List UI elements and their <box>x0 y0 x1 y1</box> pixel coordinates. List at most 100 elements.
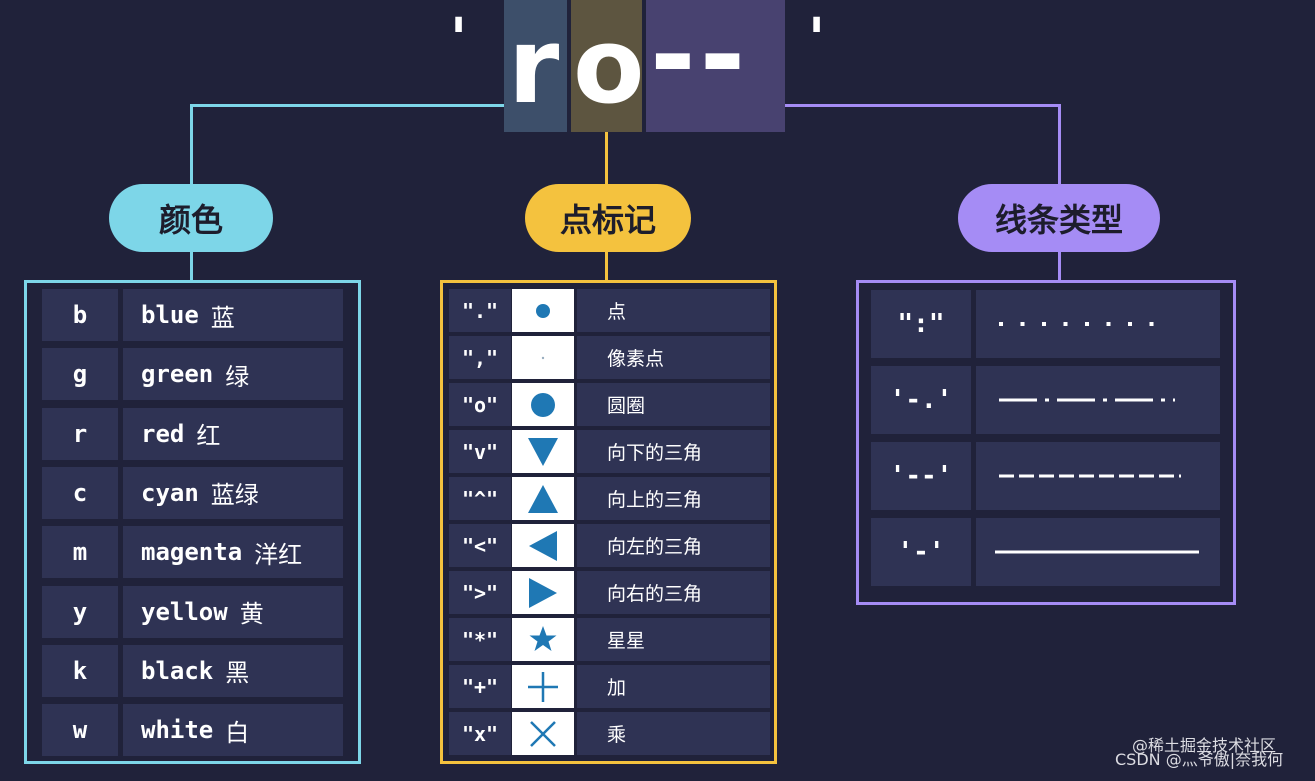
header-marker-block <box>571 0 642 132</box>
color-name-chinese: 白 <box>225 718 250 747</box>
marker-label-cell: 圆圈 <box>577 383 770 426</box>
linestyle-code-cell: '--' <box>871 442 971 510</box>
marker-label-cell: 向上的三角 <box>577 477 770 520</box>
header-color-letter: r <box>508 5 560 127</box>
marker-icon-cell <box>512 383 574 426</box>
connector-linestyle-lower <box>1058 252 1061 282</box>
marker-code-cell: "o" <box>449 383 511 426</box>
linestyle-sample-cell <box>976 518 1220 586</box>
connector-color <box>190 104 504 107</box>
marker-code-cell: "v" <box>449 430 511 473</box>
watermark-line2: CSDN @灬爷傲|奈我何 <box>1115 750 1284 769</box>
header-linestyle-block <box>646 0 785 132</box>
marker-icon-cell <box>512 524 574 567</box>
linestyle-sample-icon <box>999 398 1175 402</box>
plus-marker-icon <box>528 671 558 702</box>
dot-mark <box>999 322 1003 326</box>
pixel-marker-icon <box>541 356 545 359</box>
dot-mark <box>1063 322 1068 326</box>
dot-mark <box>1128 322 1132 326</box>
color-name-cell: blue 蓝 <box>123 289 343 341</box>
color-name-english: green <box>141 360 214 389</box>
triangle-down-icon <box>528 437 558 466</box>
marker-code-cell: "*" <box>449 618 511 661</box>
marker-code-cell: "<" <box>449 524 511 567</box>
dot-mark <box>1085 322 1089 326</box>
marker-icon-cell <box>512 289 574 332</box>
linestyle-sample-icon <box>995 550 1199 554</box>
triangle-down-icon <box>528 437 558 466</box>
marker-code-cell: "^" <box>449 477 511 520</box>
color-code-cell: y <box>42 585 118 638</box>
marker-label-cell: 点 <box>577 289 770 332</box>
linestyle-code-cell: ":" <box>871 290 971 358</box>
connector-marker <box>605 132 608 186</box>
color-code-cell: k <box>42 644 118 697</box>
dot-mark <box>1149 322 1154 326</box>
plus-marker-icon <box>528 671 558 702</box>
point-marker-icon <box>536 303 550 318</box>
color-code-cell: g <box>42 348 118 401</box>
color-name-english: black <box>141 656 214 685</box>
category-linestyle-pill: 线条类型 <box>958 184 1160 252</box>
marker-icon-cell <box>512 618 574 661</box>
circle-marker-icon <box>531 392 555 417</box>
markers-panel: "." 点 "," 像素点 "o" 圆圈 "v" 向下的三角 "^" 向上的三角 "<" 向左的三角 "… <box>440 280 777 764</box>
marker-icon-cell <box>512 665 574 708</box>
connector-color-vertical <box>190 104 193 186</box>
triangle-left-icon <box>529 530 557 561</box>
connector-linestyle-vertical <box>1058 104 1061 186</box>
marker-code-cell: "," <box>449 336 511 379</box>
connector-linestyle <box>785 104 1061 107</box>
header-color-block <box>504 0 567 132</box>
triangle-left-icon <box>529 530 557 561</box>
color-name-chinese: 蓝 <box>210 303 235 332</box>
triangle-right-icon <box>529 577 557 608</box>
connector-marker-lower <box>605 252 608 282</box>
marker-label-cell: 像素点 <box>577 336 770 379</box>
triangle-up-icon <box>528 484 558 513</box>
header-linestyle-text: -- <box>650 0 750 119</box>
x-marker-icon <box>530 720 556 747</box>
color-name-english: blue <box>141 301 199 329</box>
marker-icon-cell <box>512 712 574 755</box>
color-code-cell: m <box>42 526 118 579</box>
color-name-chinese: 蓝绿 <box>210 481 259 510</box>
dot-mark <box>1020 322 1025 326</box>
marker-code-cell: ">" <box>449 571 511 614</box>
color-code-cell: r <box>42 407 118 460</box>
marker-icon-cell <box>512 336 574 379</box>
color-name-cell: black 黑 <box>123 644 343 697</box>
color-name-cell: green 绿 <box>123 348 343 401</box>
marker-icon-cell <box>512 477 574 520</box>
marker-label-cell: 乘 <box>577 712 770 755</box>
linestyle-sample-icon <box>999 474 1181 478</box>
color-code-cell: b <box>42 289 118 341</box>
linestyles-panel: ":"'-.''--''-' <box>856 280 1236 605</box>
color-name-english: red <box>141 419 185 448</box>
color-name-chinese: 绿 <box>225 362 250 391</box>
linestyle-sample-icon <box>999 322 1154 326</box>
x-marker-icon <box>530 720 556 747</box>
color-name-chinese: 黑 <box>225 659 250 688</box>
linestyle-code-cell: '-' <box>871 518 971 586</box>
category-color-pill: 颜色 <box>109 184 273 252</box>
watermark-line1: @稀土掘金技术社区 <box>1132 736 1277 755</box>
triangle-up-icon <box>528 484 558 513</box>
marker-label-cell: 加 <box>577 665 770 708</box>
header-quote-right: ' <box>808 7 826 72</box>
dot-mark <box>1106 322 1111 326</box>
marker-code-cell: "+" <box>449 665 511 708</box>
connector-color-lower <box>190 252 193 282</box>
color-name-chinese: 黄 <box>239 600 264 628</box>
marker-label-cell: 向下的三角 <box>577 430 770 473</box>
marker-code-cell: "." <box>449 289 511 332</box>
point-marker-icon <box>536 303 550 318</box>
triangle-right-icon <box>529 577 557 608</box>
color-name-english: yellow <box>141 597 228 626</box>
marker-label-cell: 向左的三角 <box>577 524 770 567</box>
